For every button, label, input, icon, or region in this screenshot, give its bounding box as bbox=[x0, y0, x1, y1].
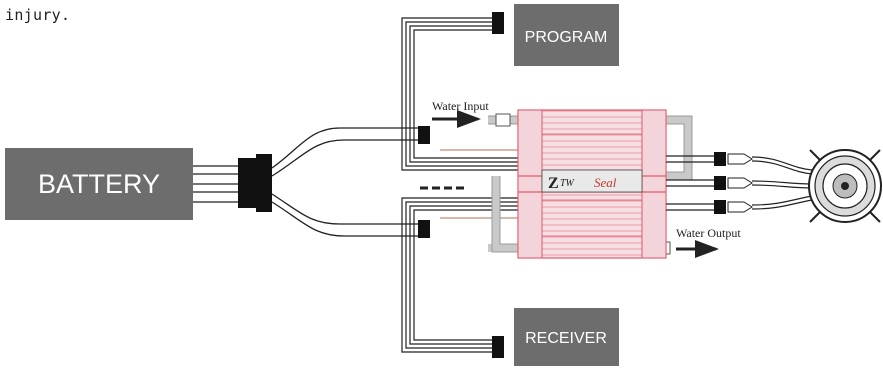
water-output-indicator: Water Output bbox=[676, 226, 741, 258]
water-output-label: Water Output bbox=[676, 226, 741, 240]
receiver-box bbox=[514, 308, 619, 366]
battery-box bbox=[5, 148, 193, 220]
esc-logo-mark: Z bbox=[548, 175, 559, 192]
esc-logo-panel bbox=[541, 169, 643, 193]
water-inlet-fitting bbox=[495, 113, 511, 127]
program-plug-icon bbox=[492, 12, 504, 34]
battery-block: BATTERY bbox=[5, 148, 193, 220]
water-input-indicator: Water Input bbox=[432, 99, 489, 128]
power-wires bbox=[271, 127, 420, 237]
receiver-block: RECEIVER bbox=[514, 308, 619, 366]
receiver-plug-icon bbox=[492, 336, 504, 358]
power-terminal-top bbox=[418, 126, 430, 144]
intro-text: injury. bbox=[5, 6, 71, 24]
plug-icon bbox=[238, 154, 272, 212]
motor-leads bbox=[666, 155, 714, 211]
esc-body: Z TW Seal bbox=[517, 109, 667, 259]
svg-text:TW: TW bbox=[560, 178, 576, 189]
power-terminal-bottom bbox=[418, 220, 430, 238]
program-block: PROGRAM bbox=[514, 4, 619, 66]
motor-terminals bbox=[714, 152, 753, 214]
battery-label: BATTERY bbox=[38, 169, 160, 199]
signal-wires bbox=[440, 149, 520, 219]
program-label: PROGRAM bbox=[525, 29, 608, 46]
receiver-label: RECEIVER bbox=[525, 330, 607, 347]
water-input-label: Water Input bbox=[432, 99, 489, 113]
svg-text:Seal: Seal bbox=[594, 175, 617, 190]
motor-wires bbox=[751, 156, 813, 210]
program-box bbox=[514, 4, 619, 66]
program-cable bbox=[401, 17, 520, 171]
battery-leads bbox=[193, 165, 240, 203]
brushless-motor-icon bbox=[808, 149, 882, 223]
receiver-cable bbox=[401, 197, 520, 353]
